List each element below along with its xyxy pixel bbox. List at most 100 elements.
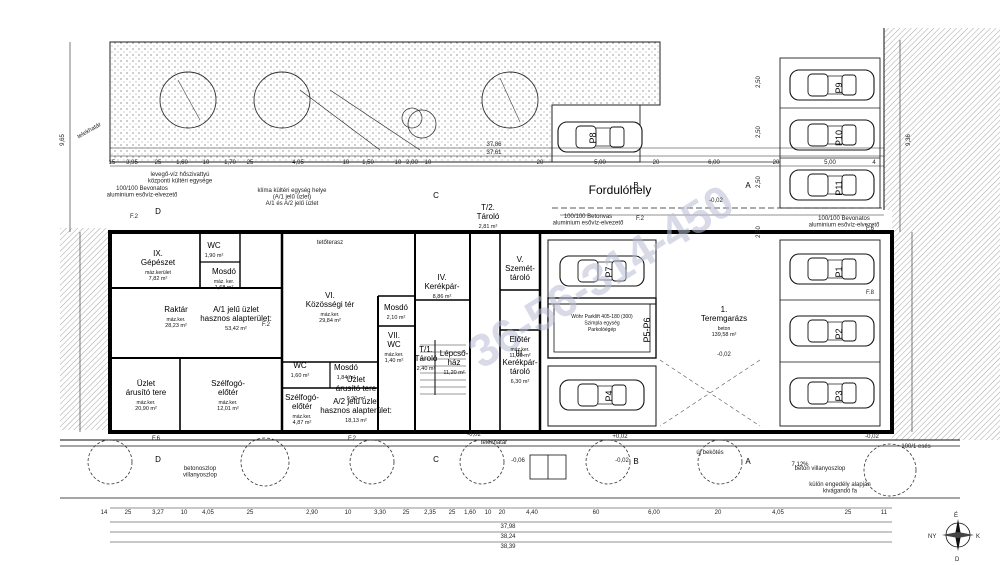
dim-bottom-segment: 4,40: [526, 510, 538, 516]
note-roof: tetőterasz: [317, 240, 343, 246]
room-sub-label: máz.ker.: [511, 347, 530, 353]
dim-right-col: 2,50: [756, 126, 762, 138]
compass-e: K: [976, 534, 980, 540]
level-mark: -0,06: [511, 458, 525, 464]
parking-label: P11: [834, 180, 844, 195]
level-mark: -0,02: [717, 352, 731, 358]
note-telekhatar-top: telekhatár: [77, 122, 103, 140]
parking-label: P8: [588, 132, 598, 143]
room-sub-label: máz.ker.: [219, 400, 238, 406]
room-number: IV.: [437, 273, 446, 282]
note-beton-right: 100/100 Bevonatos: [818, 216, 870, 222]
room-name: árusító tere: [336, 384, 377, 393]
room-area: 4,87 m²: [293, 420, 312, 426]
level-mark: -0,02: [709, 198, 723, 204]
dim-total-top-1: 37,86: [486, 142, 502, 148]
dim-bottom-segment: 11: [881, 510, 888, 516]
note-tree-removal: külön engedély alapján: [809, 482, 870, 488]
dim-bottom-segment: 6,00: [648, 510, 660, 516]
parking-label: P4: [604, 390, 614, 401]
note-new-connection: új bekötés: [696, 450, 723, 456]
room-number: IX.: [153, 249, 163, 258]
room-name: WC: [293, 361, 307, 370]
room-name: Tároló: [415, 354, 438, 363]
note-beton-mid: 100/100 Betonvas: [564, 214, 612, 220]
dim-top-segment: 10: [395, 160, 402, 166]
dim-bottom-segment: 4,05: [772, 510, 784, 516]
room-area: 1,60 m²: [291, 373, 310, 379]
note-pole-right: beton villanyoszlop: [795, 466, 846, 472]
room-name: hasznos alapterület:: [200, 314, 272, 323]
dim-top-segment: 5,00: [824, 160, 836, 166]
room-name: T/1.: [419, 345, 433, 354]
level-mark: -0,02: [467, 432, 481, 438]
dim-bottom-segment: 4,05: [202, 510, 214, 516]
parking-label: P7: [604, 266, 614, 277]
note-pole-left: villanyoszlop: [183, 473, 218, 479]
room-area: 9,90 m²: [347, 396, 366, 402]
right-boundary: [60, 28, 1000, 440]
street-trees: [60, 437, 960, 499]
room-area: 1,68 m²: [215, 285, 234, 291]
room-area: 12,01 m²: [217, 406, 239, 412]
room-name: Raktár: [164, 305, 188, 314]
note-pole-left: betonoszlop: [184, 466, 217, 472]
dimension-lines: [69, 40, 913, 543]
dim-bottom-segment: 10: [181, 510, 188, 516]
dim-bottom-segment: 3,30: [374, 510, 386, 516]
dim-left-side: 9,65: [60, 134, 66, 146]
section-marker: C: [433, 455, 439, 464]
dim-bottom-segment: 2,90: [306, 510, 318, 516]
room-sub-label: beton: [718, 326, 731, 332]
parking-label: P3: [834, 390, 844, 401]
compass-w: NY: [928, 534, 936, 540]
room-name: Gépészet: [141, 258, 176, 267]
dim-top-segment: 2,00: [406, 160, 418, 166]
dim-top-segment: 1,60: [176, 160, 188, 166]
dim-bottom-segment: 25: [449, 510, 456, 516]
compass-n: É: [954, 512, 958, 519]
dim-right-col: 2,50: [756, 76, 762, 88]
room-name: Üzlet: [347, 375, 366, 384]
room-sub-label: máz.ker.: [321, 312, 340, 318]
note-klima: klíma kültéri egység helye: [257, 188, 327, 194]
room-name: Szélfogó-: [211, 379, 245, 388]
dim-bottom-segment: 25: [125, 510, 132, 516]
room-name: árusító tere: [126, 388, 167, 397]
room-area: 1,40 m²: [385, 358, 404, 364]
note-klima: (A/1 jelű üzlet): [273, 195, 311, 201]
note-vent: levegő-víz hőszivattyú: [150, 172, 209, 178]
level-mark: +0,02: [612, 434, 628, 440]
room-name: hasznos alapterület:: [320, 406, 392, 415]
section-marker: D: [155, 207, 161, 216]
room-area: 18,13 m²: [345, 418, 367, 424]
room-area: 11,20 m²: [509, 353, 530, 359]
room-name: WC: [207, 241, 221, 250]
room-name: előtér: [218, 388, 238, 397]
dim-top-segment: 6,00: [708, 160, 720, 166]
dim-top-segment: 4,95: [292, 160, 304, 166]
room-name: tároló: [510, 273, 531, 282]
turning-area: [552, 161, 884, 216]
dim-bottom-segment: 10: [345, 510, 352, 516]
dim-right-side: 9,36: [906, 134, 912, 146]
dim-total-top-2: 37,61: [486, 150, 502, 156]
detail-note: F.2: [636, 216, 645, 222]
room-name: Kerékpár-: [502, 358, 537, 367]
dim-top-segment: 10: [203, 160, 210, 166]
section-marker: B: [633, 181, 638, 190]
dim-bottom-segment: 20: [715, 510, 722, 516]
dim-top-segment: 10: [425, 160, 432, 166]
room-area: 1,90 m²: [205, 253, 224, 259]
dim-top-segment: 20: [773, 160, 780, 166]
room-name: Szélfogó-: [285, 393, 319, 402]
room-sub-label: máz.ker.: [385, 352, 404, 358]
room-name: T/2.: [481, 203, 495, 212]
note-klima: A/1 és A/2 jelű üzlet: [266, 201, 319, 207]
room-name: WC: [387, 340, 401, 349]
dim-bottom-segment: 25: [845, 510, 852, 516]
note-beton: aluminium esővíz-elvezető: [107, 193, 178, 199]
room-name: Előtér: [510, 335, 531, 344]
parking-label: P5-P6: [642, 317, 652, 342]
